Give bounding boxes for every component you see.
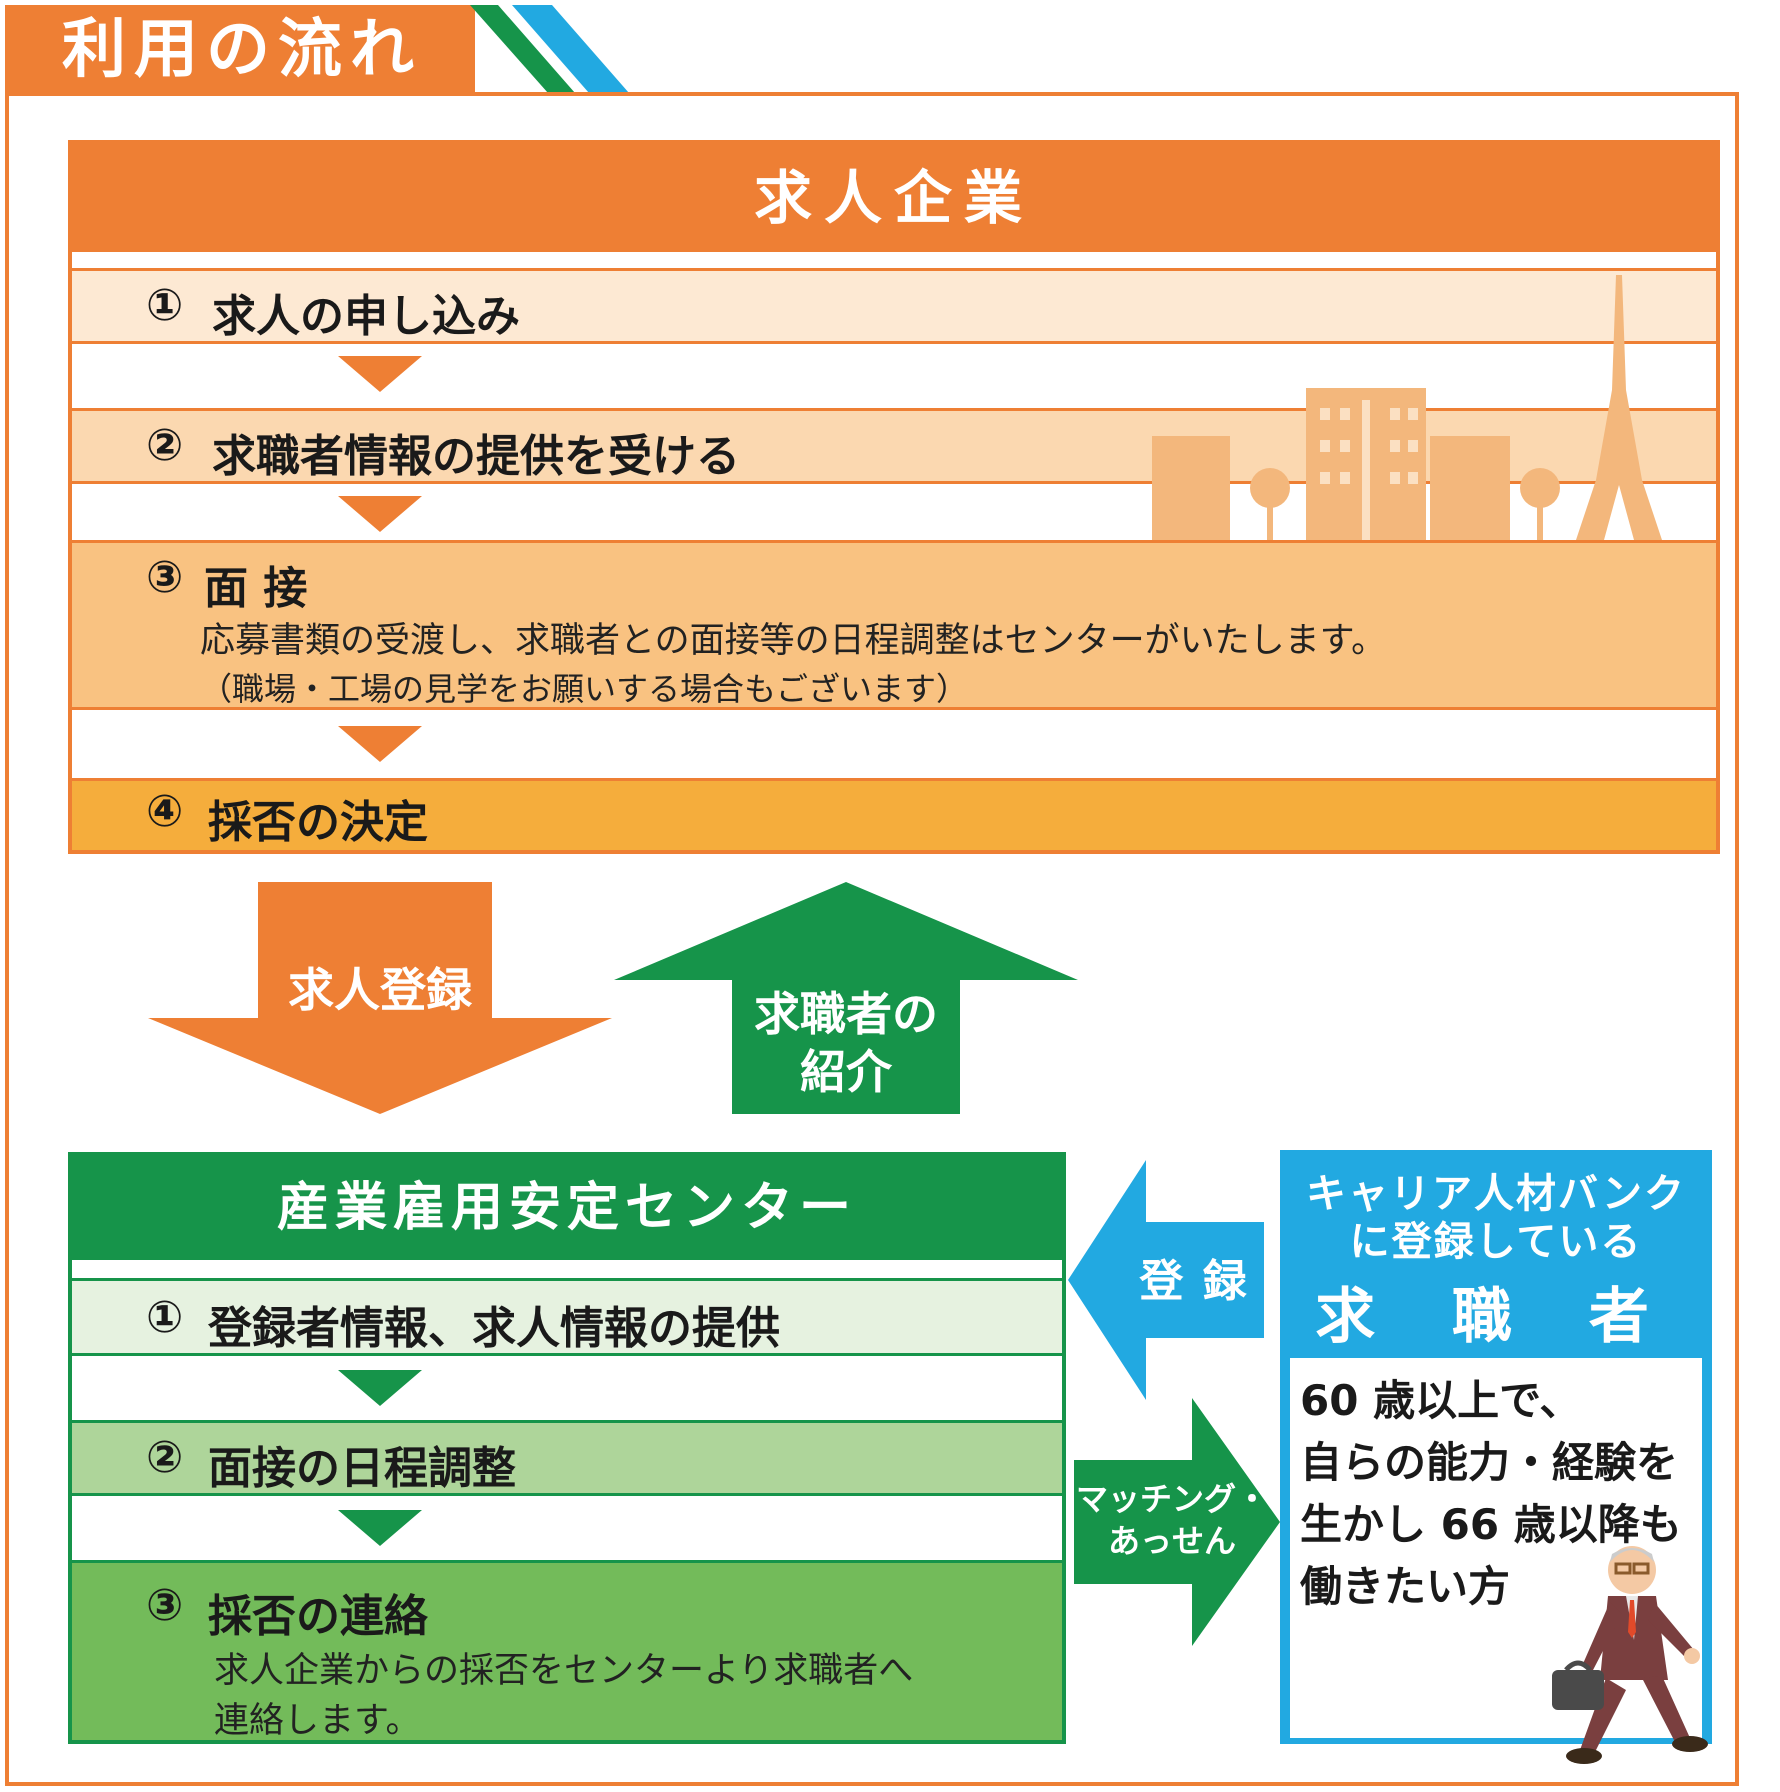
- center-step-1-num: ①: [146, 1292, 184, 1343]
- businessman-illustration: [1552, 1546, 1708, 1764]
- company-step-3-label: 面 接: [204, 563, 308, 614]
- center-down-arrow-2: [338, 1510, 422, 1546]
- center-header: [72, 1156, 1062, 1260]
- seeker-introduction-label-2: 紹介: [800, 1045, 892, 1099]
- center-down-arrow-1: [338, 1370, 422, 1406]
- job-seeker-subtitle-1: キャリア人材バンク: [1306, 1171, 1686, 1217]
- company-step-1-num: ①: [146, 280, 184, 331]
- company-step-3-num: ③: [146, 552, 184, 603]
- center-step-3-desc2: 連絡します。: [214, 1701, 421, 1741]
- center-step-3-label: 採否の連絡: [208, 1591, 428, 1642]
- page-title: 利用の流れ: [62, 13, 422, 87]
- header-tab: [5, 5, 475, 93]
- company-down-arrow-2: [338, 496, 422, 532]
- company-step-3-desc1: 応募書類の受渡し、求職者との面接等の日程調整はセンターがいたします。: [200, 621, 1387, 661]
- company-step-4-num: ④: [146, 786, 184, 837]
- company-step-4: [72, 778, 1716, 850]
- job-seeker-desc-line-2: 自らの能力・経験を: [1300, 1438, 1679, 1487]
- job-seeker-desc-line-1: 60 歳以上で、: [1300, 1376, 1582, 1425]
- matching-label-1: マッチング・: [1075, 1480, 1268, 1518]
- company-down-arrow-3: [338, 726, 422, 762]
- center-step-1-label: 登録者情報、求人情報の提供: [208, 1303, 780, 1354]
- register-label: 登 録: [1139, 1256, 1249, 1307]
- job-seeker-desc-line-4: 働きたい方: [1300, 1562, 1511, 1611]
- company-step-3: [72, 540, 1716, 710]
- job-seeker-desc-line-3: 生かし 66 歳以降も: [1300, 1500, 1682, 1549]
- job-seeker-title: 求 職 者: [1315, 1282, 1677, 1352]
- job-seeker-description: 60 歳以上で、 自らの能力・経験を 生かし 66 歳以降も 働きたい方: [1300, 1370, 1700, 1618]
- company-step-2-num: ②: [146, 420, 184, 471]
- company-step-1: [72, 268, 1716, 344]
- seeker-introduction-label-1: 求職者の: [754, 987, 938, 1041]
- center-step-2-num: ②: [146, 1432, 184, 1483]
- company-title: 求人企業: [753, 164, 1034, 232]
- job-registration-label: 求人登録: [288, 963, 472, 1017]
- city-skyline-illustration: [1152, 275, 1662, 540]
- company-down-arrow-1: [338, 356, 422, 392]
- center-step-3: [72, 1560, 1062, 1740]
- company-step-4-label: 採否の決定: [208, 797, 428, 848]
- center-step-2-label: 面接の日程調整: [208, 1443, 516, 1494]
- company-step-1-label: 求人の申し込み: [212, 291, 520, 342]
- center-step-1: [72, 1278, 1062, 1356]
- center-step-3-desc1: 求人企業からの採否をセンターより求職者へ: [214, 1651, 914, 1691]
- center-step-2: [72, 1420, 1062, 1496]
- outer-frame: [5, 92, 1739, 1786]
- company-step-2-label: 求職者情報の提供を受ける: [212, 431, 740, 482]
- center-step-3-num: ③: [146, 1580, 184, 1631]
- company-header: [72, 144, 1716, 252]
- company-step-3-desc2: （職場・工場の見学をお願いする場合もございます）: [200, 670, 969, 708]
- job-seeker-subtitle-2: に登録している: [1349, 1219, 1643, 1265]
- matching-label-2: あっせん: [1107, 1522, 1236, 1560]
- center-title: 産業雇用安定センター: [276, 1178, 857, 1238]
